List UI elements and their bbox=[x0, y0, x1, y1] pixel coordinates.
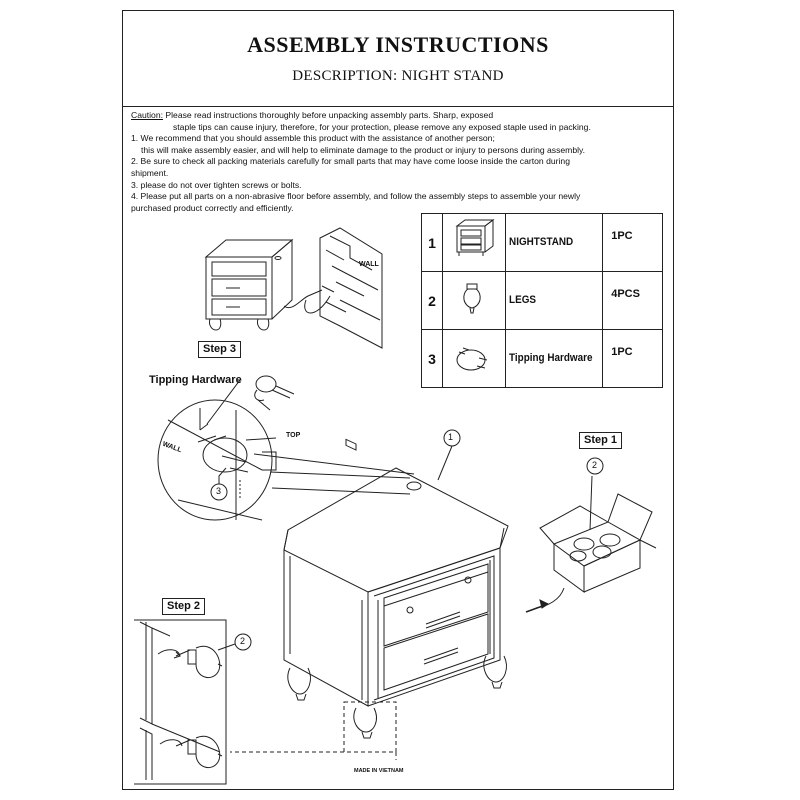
page-title: ASSEMBLY INSTRUCTIONS bbox=[247, 32, 549, 57]
part-number: 2 bbox=[421, 271, 443, 330]
callout-circle-2-step2 bbox=[234, 633, 252, 651]
page-frame bbox=[122, 10, 674, 790]
caution-label: Caution: bbox=[131, 110, 164, 120]
caution-item-4: 4. Please put all parts on a non-abrasiv… bbox=[131, 191, 581, 202]
part-number: 3 bbox=[421, 329, 443, 388]
step2-leg-detail bbox=[134, 619, 252, 785]
caution-item-2: 2. Be sure to check all packing material… bbox=[131, 156, 570, 167]
caution-item-2-cont: shipment. bbox=[131, 167, 169, 178]
step3-nightstand-drawing bbox=[204, 238, 331, 331]
product-description: DESCRIPTION: NIGHT STAND bbox=[292, 68, 504, 84]
part-quantity: 4PCS bbox=[602, 271, 663, 330]
caution-item-1: 1. We recommend that you should assemble… bbox=[131, 133, 495, 144]
step1-label: Step 1 bbox=[579, 432, 623, 449]
parts-row: 3 Tipping Hardware 1PC bbox=[421, 329, 663, 388]
top-label: TOP bbox=[286, 432, 301, 439]
header-divider bbox=[123, 106, 673, 107]
wall-label: WALL bbox=[359, 261, 379, 268]
leg-icon bbox=[463, 283, 481, 314]
caution-item-4-cont: purchased product correctly and efficien… bbox=[131, 202, 294, 213]
caution-line: Please read instructions thoroughly befo… bbox=[163, 110, 494, 120]
part-picture bbox=[442, 271, 506, 330]
part-number: 1 bbox=[421, 213, 443, 272]
callout-2-box-label: 2 bbox=[592, 460, 598, 470]
caution-line: staple tips can cause injury, therefore,… bbox=[173, 121, 591, 132]
made-in-label: MADE IN VIETNAM bbox=[354, 768, 404, 774]
wall-drawing bbox=[319, 227, 383, 451]
main-nightstand-drawing bbox=[230, 467, 509, 760]
caution-text: Caution: Please read instructions thorou… bbox=[131, 110, 671, 214]
parts-table: 1 NIGHTSTAND 1PC 2 bbox=[421, 213, 663, 388]
callout-2-step2-label: 2 bbox=[240, 636, 246, 646]
caution-item-3: 3. please do not over tighten screws or … bbox=[131, 179, 302, 190]
step1-carton-drawing bbox=[535, 457, 657, 609]
tipping-hardware-detail bbox=[157, 375, 415, 521]
tipping-hardware-icon bbox=[456, 347, 488, 371]
part-name: Tipping Hardware bbox=[504, 329, 594, 388]
part-quantity: 1PC bbox=[602, 329, 663, 388]
step2-label: Step 2 bbox=[162, 598, 206, 615]
part-picture bbox=[442, 329, 506, 388]
callout-3-label: 3 bbox=[216, 486, 222, 496]
step3-label: Step 3 bbox=[198, 341, 242, 358]
callout-1-label: 1 bbox=[448, 432, 454, 442]
callout-circle-2-box bbox=[586, 457, 604, 475]
caution-item-1-cont: this will make assembly easier, and will… bbox=[141, 144, 586, 155]
nightstand-icon bbox=[455, 219, 495, 256]
tipping-hardware-label: Tipping Hardware bbox=[149, 374, 242, 386]
part-name: NIGHTSTAND bbox=[504, 213, 594, 272]
